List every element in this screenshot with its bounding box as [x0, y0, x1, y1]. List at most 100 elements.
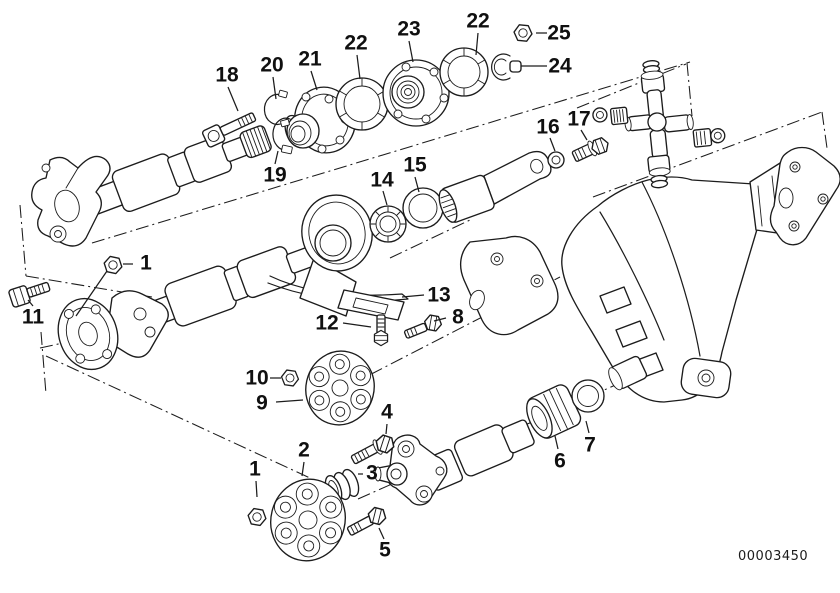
part-number: 00003450	[738, 549, 809, 564]
callout-21: 21	[298, 48, 322, 71]
case-mount-foot	[680, 357, 732, 399]
callout-12: 12	[315, 312, 338, 335]
leader-line	[414, 176, 420, 193]
flex-disc-9	[305, 350, 375, 426]
leader-line	[310, 70, 318, 91]
callout-14: 14	[370, 169, 394, 192]
splined-sleeve-yoke-drawing	[438, 150, 552, 223]
callout-17: 17	[567, 108, 590, 131]
leader-lines-layer	[27, 32, 590, 540]
leader-line	[475, 32, 479, 56]
callout-16: 16	[536, 116, 559, 139]
callout-1a: 1	[140, 252, 152, 275]
leader-line	[75, 270, 108, 317]
callout-10: 10	[245, 367, 268, 390]
construction-line	[576, 63, 687, 109]
case-input-flange	[769, 146, 840, 246]
lock-plate-24	[491, 53, 522, 81]
bolt-12	[373, 314, 389, 347]
lock-plate-13	[337, 289, 405, 321]
construction-line	[45, 355, 311, 479]
front-yoke-drawing	[31, 155, 111, 247]
callout-3: 3	[366, 462, 378, 485]
leader-line	[549, 137, 556, 152]
centre-bearing-drawing	[267, 194, 409, 321]
bolt-8	[403, 313, 444, 339]
callout-8: 8	[452, 306, 464, 329]
bolt-5	[346, 505, 389, 536]
flex-disc-2	[270, 478, 346, 562]
leader-line	[356, 54, 361, 80]
callout-20: 20	[260, 54, 283, 77]
leader-line	[580, 129, 588, 141]
construction-line	[592, 111, 823, 198]
callout-11: 11	[22, 306, 45, 329]
leader-line	[255, 480, 258, 498]
leader-line	[382, 190, 388, 206]
callout-15: 15	[403, 154, 427, 177]
leader-line	[274, 150, 279, 165]
construction-line	[821, 111, 828, 149]
clamp-20	[263, 89, 290, 128]
callout-5: 5	[379, 539, 391, 562]
snap-ring-15	[402, 187, 444, 229]
callout-24: 24	[548, 55, 572, 78]
callout-6: 6	[554, 450, 566, 473]
transfer-case-drawing	[561, 146, 840, 403]
construction-line	[40, 331, 47, 395]
case-output-stub	[608, 355, 648, 391]
nut-1-upper	[101, 254, 125, 276]
callout-19: 19	[263, 164, 286, 187]
output-flange-23	[382, 59, 450, 127]
gasket-22-left	[335, 77, 389, 131]
callout-23: 23	[397, 18, 420, 41]
sleeve-6	[526, 384, 582, 439]
callout-9: 9	[256, 392, 268, 415]
nut-1-lower	[246, 507, 268, 527]
callout-1b: 1	[249, 458, 261, 481]
leader-line	[301, 461, 305, 477]
universal-joint-drawing	[592, 60, 726, 189]
callout-7: 7	[584, 434, 596, 457]
leader-line	[272, 76, 277, 100]
leader-line	[554, 435, 559, 450]
construction-line	[91, 61, 691, 244]
leader-line	[585, 420, 590, 434]
callout-13: 13	[427, 284, 450, 307]
nut-25	[512, 23, 534, 43]
construction-line	[25, 275, 153, 298]
extension-housing-drawing	[459, 235, 559, 336]
front-shaft-drawing	[80, 125, 272, 218]
front-flange-joint-drawing	[57, 290, 169, 371]
leader-line	[433, 317, 447, 322]
bolt-11	[8, 281, 51, 308]
clamp-19	[272, 117, 293, 155]
ring-7	[571, 379, 605, 413]
gasket-22-right	[439, 47, 489, 97]
callout-25: 25	[547, 22, 571, 45]
construction-line	[19, 204, 27, 277]
callout-2: 2	[298, 439, 310, 462]
leader-line	[342, 322, 372, 328]
callout-4: 4	[381, 401, 393, 424]
leader-line	[378, 527, 385, 540]
construction-line	[389, 219, 471, 259]
leader-line	[227, 86, 239, 112]
washer-16	[547, 151, 565, 169]
bolt-4	[350, 432, 397, 465]
leader-line	[408, 40, 414, 63]
construction-line	[686, 62, 693, 117]
leader-line	[27, 299, 34, 307]
bolt-17	[571, 135, 612, 162]
centre-shaft-drawing	[144, 243, 325, 327]
grooved-bearing-14	[369, 205, 407, 243]
bolt-18	[202, 112, 257, 148]
leader-line	[385, 423, 388, 435]
companion-flange-drawing	[374, 434, 448, 506]
spline-tip	[239, 125, 272, 159]
callout-22b: 22	[466, 10, 489, 33]
leader-line	[275, 399, 304, 403]
